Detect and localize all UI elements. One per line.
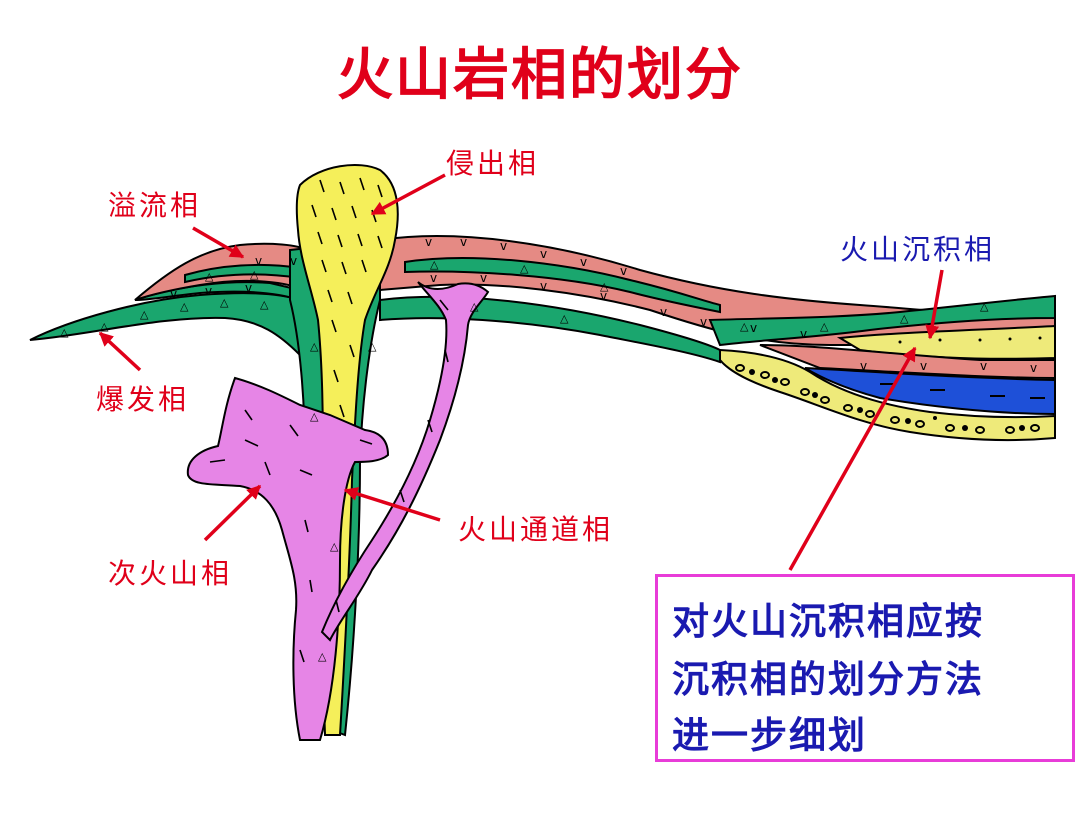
label-sedimentary: 火山沉积相 — [840, 233, 996, 266]
note-line-2: 沉积相的划分方法 — [672, 657, 984, 701]
label-conduit: 火山通道相 — [458, 513, 614, 546]
blue-layer-dashes — [880, 383, 1045, 399]
svg-text:△: △ — [820, 320, 829, 333]
arrow-intrusive — [370, 173, 446, 216]
svg-text:△: △ — [318, 650, 327, 663]
label-intrusive-extrusive: 侵出相 — [446, 147, 540, 180]
svg-text:v: v — [290, 254, 297, 268]
svg-text:v: v — [255, 254, 262, 268]
svg-text:v: v — [205, 284, 212, 298]
svg-text:v: v — [860, 359, 867, 373]
svg-text:△: △ — [180, 300, 189, 313]
svg-text:v: v — [425, 235, 432, 249]
pebble-pattern — [735, 364, 1040, 434]
svg-text:△: △ — [430, 258, 439, 271]
svg-text:△: △ — [100, 320, 109, 333]
subvolcanic-body — [186, 376, 390, 741]
svg-text:v: v — [245, 281, 252, 295]
svg-text:△: △ — [900, 312, 909, 325]
subvolcanic-dike — [320, 281, 490, 642]
explosive-layer-far-right — [708, 294, 1056, 347]
svg-text:v: v — [620, 264, 627, 278]
svg-text:△: △ — [980, 300, 989, 313]
dome-dashes — [311, 177, 383, 613]
note-box: 对火山沉积相应按 沉积相的划分方法 进一步细划 — [655, 574, 1075, 762]
svg-text:△: △ — [470, 300, 479, 313]
svg-text:△: △ — [310, 410, 319, 423]
explosive-layer-right — [404, 257, 721, 314]
svg-text:△: △ — [520, 262, 529, 275]
svg-text:△: △ — [310, 340, 319, 353]
sediment-layer-coarse — [719, 348, 1056, 441]
label-explosive: 爆发相 — [96, 383, 190, 416]
explosive-triangle-marks: △ △ △ △ △ △ △ △ △ △ △ △ △ △ △ △ △ △ △ △ △ △ — [60, 258, 989, 663]
svg-text:v: v — [700, 315, 707, 329]
fine-sediment-dots — [898, 336, 1042, 344]
svg-text:v: v — [800, 327, 807, 341]
arrow-effusive — [192, 226, 245, 259]
page-title: 火山岩相的划分 — [337, 43, 743, 108]
svg-text:△: △ — [60, 326, 69, 339]
arrow-conduit — [343, 487, 441, 522]
note-line-1: 对火山沉积相应按 — [672, 599, 984, 643]
svg-text:v: v — [920, 359, 927, 373]
svg-text:v: v — [500, 239, 507, 253]
svg-text:△: △ — [260, 298, 269, 311]
svg-text:v: v — [170, 287, 177, 301]
arrow-explosive — [98, 331, 142, 372]
svg-text:v: v — [460, 235, 467, 249]
svg-text:v: v — [600, 289, 607, 303]
svg-text:v: v — [660, 305, 667, 319]
svg-text:v: v — [430, 271, 437, 285]
svg-text:v: v — [480, 271, 487, 285]
svg-text:△: △ — [368, 340, 377, 353]
arrow-sedimentary — [925, 269, 944, 340]
svg-text:v: v — [540, 279, 547, 293]
svg-text:v: v — [980, 359, 987, 373]
svg-text:△: △ — [220, 296, 229, 309]
label-effusive: 溢流相 — [108, 189, 202, 222]
svg-text:△: △ — [250, 268, 259, 281]
pointer-arrows — [98, 173, 944, 571]
svg-text:△: △ — [330, 540, 339, 553]
note-line-3: 进一步细划 — [672, 713, 867, 757]
svg-text:△: △ — [600, 280, 609, 293]
svg-text:v: v — [540, 247, 547, 261]
svg-text:v: v — [1030, 361, 1037, 375]
svg-text:△: △ — [140, 308, 149, 321]
svg-text:v: v — [580, 255, 587, 269]
subvolcanic-dashes — [209, 299, 449, 663]
svg-text:△: △ — [740, 320, 749, 333]
pebble-dots — [749, 369, 1025, 431]
svg-text:△: △ — [560, 312, 569, 325]
label-subvolcanic: 次火山相 — [108, 557, 233, 590]
arrow-subvolcanic — [203, 484, 262, 542]
svg-text:v: v — [750, 321, 757, 335]
arrow-note — [788, 346, 917, 571]
svg-text:△: △ — [205, 270, 214, 283]
